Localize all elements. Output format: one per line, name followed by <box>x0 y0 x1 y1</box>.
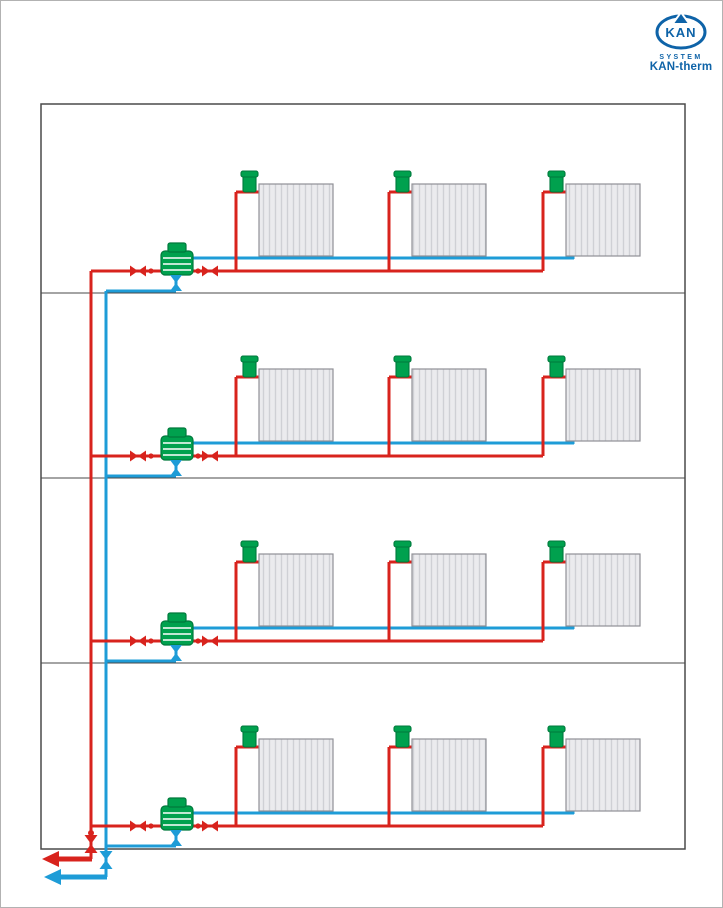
pipe-fitting-dot <box>88 830 94 836</box>
thermostatic-valve-icon <box>240 725 259 748</box>
radiator <box>411 553 487 627</box>
logo-system-label: SYSTEM <box>659 54 703 61</box>
thermostatic-valve-icon <box>240 355 259 378</box>
thermostatic-valve-icon <box>547 170 566 193</box>
floor-4 <box>91 725 641 848</box>
thermostatic-valve-icon <box>240 540 259 563</box>
return-shutoff-valve-icon <box>170 275 182 291</box>
supply-shutoff-valve-icon <box>202 265 218 277</box>
pipe-fitting-dot <box>148 453 154 459</box>
radiator <box>258 553 334 627</box>
supply-shutoff-valve-icon <box>202 450 218 462</box>
heat-meter-icon <box>160 797 194 831</box>
thermostatic-valve-icon <box>547 725 566 748</box>
floor-3 <box>91 540 641 663</box>
radiator <box>565 368 641 442</box>
pipe-fitting-dot <box>148 638 154 644</box>
pipe-fitting-dot <box>195 823 201 829</box>
floor-1 <box>91 170 641 293</box>
logo-brand-text: KAN <box>665 25 696 40</box>
supply-shutoff-valve-icon <box>130 450 146 462</box>
thermostatic-valve-icon <box>393 355 412 378</box>
thermostatic-valve-icon <box>393 540 412 563</box>
kan-therm-logo: KAN SYSTEM KAN-therm <box>646 10 716 73</box>
return-main-valve-icon <box>99 851 113 869</box>
radiator <box>411 738 487 812</box>
kan-logo-mark: KAN <box>655 11 707 50</box>
pipe-fitting-dot <box>148 823 154 829</box>
heat-meter-icon <box>160 242 194 276</box>
thermostatic-valve-icon <box>547 540 566 563</box>
building-outline <box>40 103 686 850</box>
heat-meter-icon <box>160 612 194 646</box>
supply-shutoff-valve-icon <box>130 820 146 832</box>
thermostatic-valve-icon <box>393 170 412 193</box>
return-arrow-icon <box>44 869 61 885</box>
logo-triangle-icon <box>674 14 688 23</box>
thermostatic-valve-icon <box>547 355 566 378</box>
radiator <box>411 183 487 257</box>
floor-2 <box>91 355 641 478</box>
pipe-fitting-dot <box>195 453 201 459</box>
pipe-fitting-dot <box>195 638 201 644</box>
supply-shutoff-valve-icon <box>202 820 218 832</box>
pipe-fitting-dot <box>148 268 154 274</box>
supply-arrow-icon <box>42 851 59 867</box>
radiator <box>565 183 641 257</box>
supply-shutoff-valve-icon <box>202 635 218 647</box>
radiator <box>565 553 641 627</box>
pipe-fitting-dot <box>195 268 201 274</box>
radiator <box>258 738 334 812</box>
radiator <box>411 368 487 442</box>
supply-shutoff-valve-icon <box>130 635 146 647</box>
thermostatic-valve-icon <box>240 170 259 193</box>
radiator <box>565 738 641 812</box>
return-shutoff-valve-icon <box>170 645 182 661</box>
supply-main-valve-icon <box>84 835 98 853</box>
return-shutoff-valve-icon <box>170 830 182 846</box>
return-shutoff-valve-icon <box>170 460 182 476</box>
radiator <box>258 368 334 442</box>
heat-meter-icon <box>160 427 194 461</box>
logo-product-label: KAN-therm <box>649 61 713 73</box>
thermostatic-valve-icon <box>393 725 412 748</box>
radiator <box>258 183 334 257</box>
supply-shutoff-valve-icon <box>130 265 146 277</box>
